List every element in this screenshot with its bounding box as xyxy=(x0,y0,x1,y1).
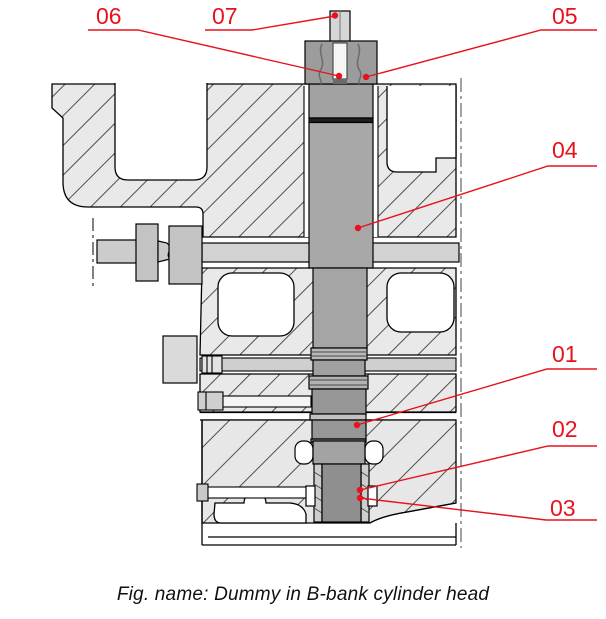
rod-neck xyxy=(157,240,172,263)
dummy-tip xyxy=(305,463,378,523)
callout-04-label: 04 xyxy=(552,137,578,163)
callout-03-dot xyxy=(356,494,364,502)
dummy-top-fitting xyxy=(304,10,378,85)
callout-05-label: 05 xyxy=(552,3,578,29)
rod-shaft xyxy=(96,239,140,264)
injector-bore-clearance xyxy=(303,85,379,237)
callout-07-dot xyxy=(331,12,339,19)
callout-01-label: 01 xyxy=(552,341,578,367)
bottom-right-relief xyxy=(370,504,456,523)
callout-05-dot xyxy=(362,73,370,81)
callout-03-label: 03 xyxy=(550,495,576,521)
callout-06 xyxy=(88,29,343,80)
valve-port-cavity-right xyxy=(386,86,457,173)
rod-flange-1 xyxy=(135,223,159,282)
callout-04 xyxy=(354,165,597,232)
water-jacket-cavity-left xyxy=(217,272,295,337)
callout-01 xyxy=(353,368,597,429)
callout-03 xyxy=(356,494,597,521)
dummy-main-body xyxy=(308,121,374,269)
stud-row-3 xyxy=(196,483,312,502)
rod-flange-2 xyxy=(168,225,203,285)
stud-row-2 xyxy=(197,391,312,411)
oring-groove xyxy=(294,440,384,465)
callout-07 xyxy=(205,12,339,31)
dummy-body xyxy=(294,83,384,523)
dummy-mid-body xyxy=(312,267,368,349)
callout-05 xyxy=(362,29,597,81)
callout-04-dot xyxy=(354,224,362,232)
dummy-joint-band xyxy=(308,117,374,124)
callout-01-dot xyxy=(353,421,361,429)
side-rod-assembly xyxy=(92,218,203,287)
dummy-collar xyxy=(308,83,374,119)
callout-07-label: 07 xyxy=(212,3,238,29)
cylinder-head-block xyxy=(51,83,457,546)
callout-02 xyxy=(356,445,597,494)
callout-02-dot xyxy=(356,486,364,494)
water-jacket-cavity-right xyxy=(386,272,455,333)
clamp-notch-right xyxy=(367,485,378,507)
callout-06-dot xyxy=(335,72,343,80)
side-fitting-box xyxy=(162,335,198,384)
bottom-deck-lines xyxy=(201,420,457,546)
callout-02-label: 02 xyxy=(552,416,578,442)
valve-port-cavity-left xyxy=(114,83,208,181)
callouts xyxy=(88,12,597,521)
figure-caption: Fig. name: Dummy in B-bank cylinder head xyxy=(116,584,490,605)
callout-06-label: 06 xyxy=(96,3,122,29)
clamp-notch-left xyxy=(305,485,316,507)
dummy-ring-stack xyxy=(308,347,369,444)
